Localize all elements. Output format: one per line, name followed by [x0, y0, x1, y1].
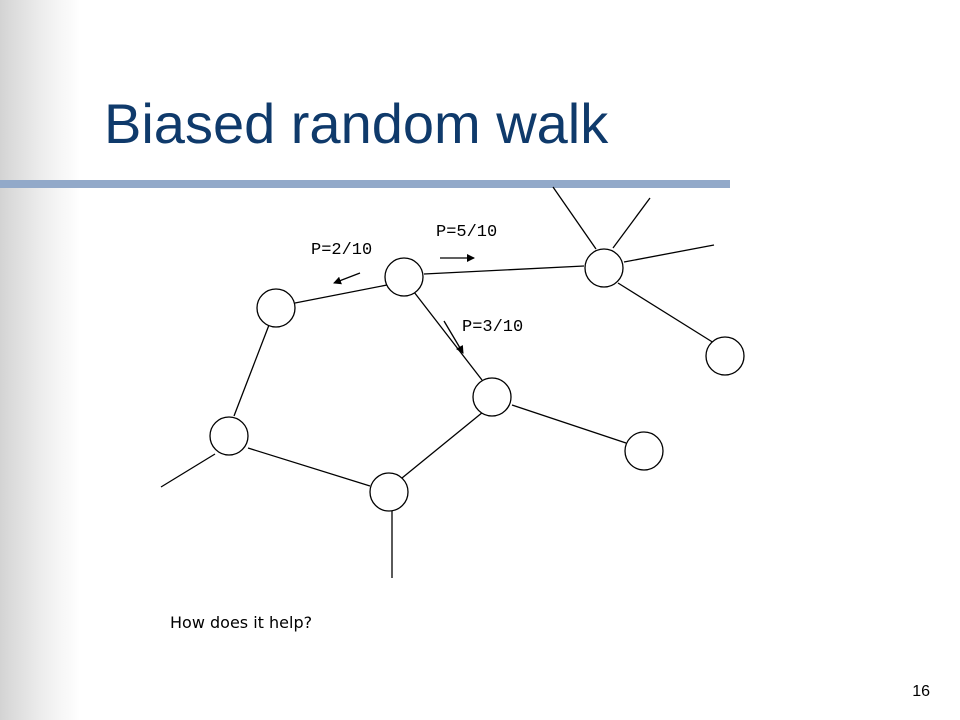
edge-down-to-farright	[511, 404, 627, 444]
graph-nodes	[209, 248, 745, 512]
node-current	[384, 257, 424, 297]
prob-right-label: P=5/10	[436, 223, 497, 242]
edge-current-to-down	[413, 291, 483, 381]
prob-down-label: P=3/10	[462, 318, 523, 337]
edge-right-stub-right	[623, 244, 715, 263]
edge-left-to-lowerleft	[233, 324, 270, 417]
node-right-lower	[705, 336, 745, 376]
page-number: 16	[912, 683, 930, 700]
node-left	[256, 288, 296, 328]
direction-arrows	[333, 254, 475, 354]
arrow-left	[333, 272, 361, 285]
slide-caption: How does it help?	[170, 613, 313, 632]
prob-left-label: P=2/10	[311, 241, 372, 260]
title-underline	[0, 180, 730, 188]
edge-bottom-to-down	[401, 411, 484, 479]
edge-right-to-rightlower	[617, 282, 715, 344]
edge-lowerleft-to-bottom	[247, 447, 371, 487]
node-lower-left	[209, 416, 249, 456]
node-bottom	[369, 472, 409, 512]
edge-current-to-right	[423, 265, 585, 275]
slide-title: Biased random walk	[104, 92, 609, 155]
edge-right-stub-upright	[612, 197, 651, 249]
arrow-down	[443, 320, 464, 354]
node-right	[584, 248, 624, 288]
node-far-right	[624, 431, 664, 471]
edge-current-to-left	[294, 284, 388, 304]
graph-edges	[160, 186, 715, 578]
edge-right-stub-upleft	[552, 186, 597, 250]
edge-lowerleft-stub	[160, 453, 216, 488]
node-down	[472, 377, 512, 417]
